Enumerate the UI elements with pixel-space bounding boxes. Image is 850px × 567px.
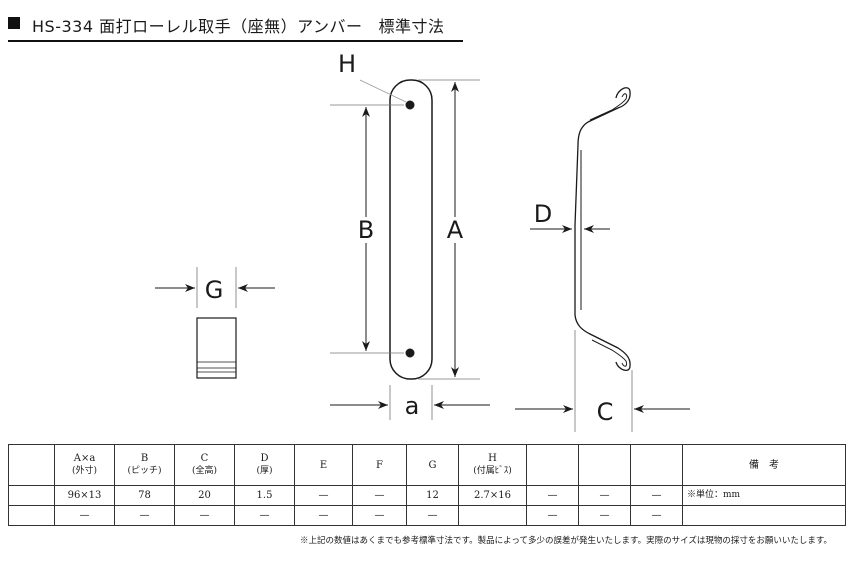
- header-cell: H(付属ﾋﾞｽ): [458, 444, 527, 486]
- handle-front-view: [389, 79, 433, 380]
- table-cell: 2.7×16: [458, 485, 527, 506]
- header-cell: A×a(外寸): [54, 444, 115, 486]
- table-cell: 96×13: [54, 485, 115, 506]
- table-cell: —: [114, 505, 175, 526]
- table-cell: —: [406, 505, 459, 526]
- handle-cross-section: [196, 317, 237, 379]
- title-main: HS-334 面打ローレル取手（座無）アンバー: [32, 17, 363, 36]
- row-label-cell: [8, 505, 55, 526]
- title-square-icon: [8, 17, 20, 29]
- table-row: 96×13 78 20 1.5 — — 12 2.7×16 — — — ※単位：…: [8, 485, 846, 506]
- remarks-cell: ※単位：mm: [682, 485, 846, 506]
- table-cell: —: [630, 505, 683, 526]
- table-cell: 20: [174, 485, 235, 506]
- table-cell: —: [54, 505, 115, 526]
- title-sub: 標準寸法: [378, 17, 445, 36]
- label-D: D: [534, 200, 552, 228]
- table-cell: —: [526, 485, 579, 506]
- label-B: B: [358, 216, 374, 244]
- table-cell: —: [234, 505, 295, 526]
- header-cell: D(厚): [234, 444, 295, 486]
- header-cell: C(全高): [174, 444, 235, 486]
- table-corner-cell: [8, 444, 55, 486]
- label-a: a: [405, 392, 420, 420]
- header-cell: B(ピッチ): [114, 444, 175, 486]
- footnote: ※上記の数値はあくまでも参考標準寸法です。製品によって多少の誤差が発生いたします…: [299, 536, 832, 546]
- table-cell: —: [630, 485, 683, 506]
- title-text: HS-334 面打ローレル取手（座無）アンバー標準寸法: [32, 13, 444, 37]
- label-A: A: [447, 216, 464, 244]
- table-cell: 1.5: [234, 485, 295, 506]
- label-G: G: [205, 276, 224, 304]
- table-header-row: A×a(外寸) B(ピッチ) C(全高) D(厚) E F G H(付属ﾋﾞｽ)…: [8, 444, 846, 486]
- table-cell: —: [174, 505, 235, 526]
- table-cell: —: [578, 505, 631, 526]
- dimension-drawing: H B A a D C G: [155, 50, 690, 432]
- spec-table: A×a(外寸) B(ピッチ) C(全高) D(厚) E F G H(付属ﾋﾞｽ)…: [8, 444, 846, 526]
- table-cell: —: [352, 505, 407, 526]
- header-cell: F: [352, 444, 407, 486]
- remarks-header: 備 考: [682, 444, 846, 486]
- row-label-cell: [8, 485, 55, 506]
- header-cell: [526, 444, 579, 486]
- handle-side-view: [574, 87, 631, 372]
- table-cell: —: [294, 485, 353, 506]
- header-cell: G: [406, 444, 459, 486]
- table-cell: —: [578, 485, 631, 506]
- page-title: HS-334 面打ローレル取手（座無）アンバー標準寸法: [8, 4, 468, 42]
- table-cell: —: [294, 505, 353, 526]
- remarks-cell: [682, 505, 846, 526]
- header-cell: [630, 444, 683, 486]
- table-cell: 12: [406, 485, 459, 506]
- title-underline: [8, 40, 463, 42]
- table-cell: —: [352, 485, 407, 506]
- screw-hole-top: [405, 100, 415, 110]
- label-C: C: [597, 398, 614, 426]
- label-H: H: [338, 50, 356, 78]
- header-cell: [578, 444, 631, 486]
- table-cell: —: [526, 505, 579, 526]
- header-cell: E: [294, 444, 353, 486]
- table-cell: [458, 505, 527, 526]
- table-cell: 78: [114, 485, 175, 506]
- table-row: — — — — — — — — — —: [8, 505, 846, 526]
- screw-hole-bottom: [405, 348, 415, 358]
